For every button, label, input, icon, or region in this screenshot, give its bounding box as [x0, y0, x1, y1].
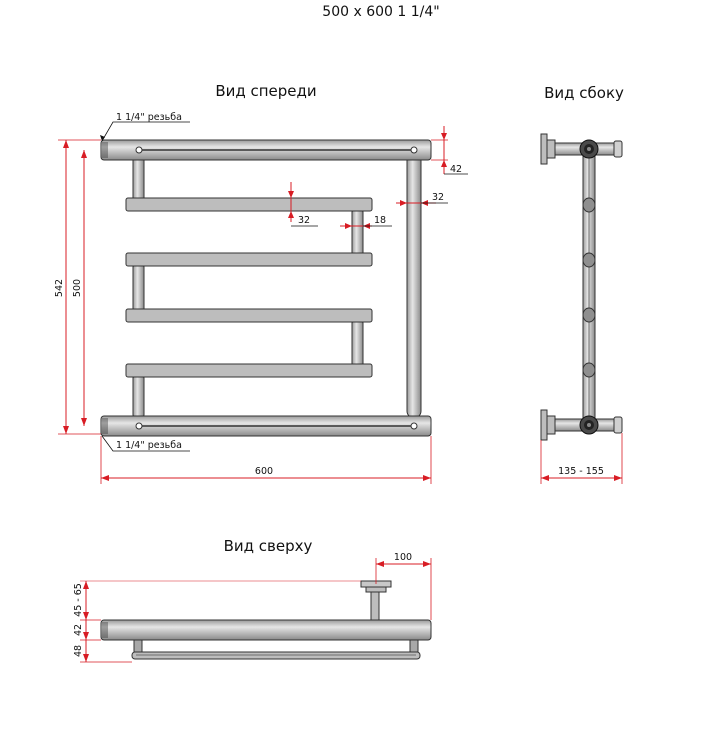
shelf-bar [125, 363, 373, 378]
wall-flange-top [540, 133, 548, 165]
zigzag-connector [132, 372, 145, 421]
shelf-node [582, 197, 596, 213]
drawing-title: 500 х 600 1 1/4" [322, 4, 439, 20]
top-view-rail [131, 651, 421, 660]
top-view-title: Вид сверху [224, 537, 313, 555]
dim-riser-offset: 32 [432, 192, 444, 203]
dim-top-depth-1: 45 - 65 [73, 583, 84, 617]
rod-end [135, 422, 143, 430]
rod-end [410, 422, 418, 430]
thread-note-top: 1 1/4" резьба [116, 112, 182, 123]
dim-top-depth-3: 48 [73, 645, 84, 657]
front-view-title: Вид спереди [215, 82, 316, 100]
dim-tube-dia: 18 [374, 215, 386, 226]
front-view: 1 1/4" резьба 1 1/4" резьба 542 500 600 … [54, 112, 468, 484]
dim-width: 600 [255, 466, 273, 477]
dim-height-axis: 500 [72, 279, 83, 297]
zigzag-connector [351, 317, 364, 371]
dim-height-total: 542 [54, 279, 65, 297]
zigzag-connector [351, 206, 364, 260]
shelf-bar [125, 197, 373, 212]
rod-end [410, 146, 418, 154]
zigzag-connector [132, 153, 145, 205]
dim-side-depth: 135 - 155 [558, 466, 604, 477]
zigzag-connector [132, 261, 145, 317]
side-view-title: Вид сбоку [544, 84, 624, 102]
top-view-pipe [100, 619, 432, 641]
side-view: 135 - 155 [540, 133, 623, 484]
shelf-node [582, 307, 596, 323]
dim-top-depth-2: 42 [73, 624, 84, 636]
dim-gap-top: 42 [450, 164, 462, 175]
shelf-bar [125, 308, 373, 323]
wall-flange-bottom [540, 409, 548, 441]
top-view: 100 45 - 65 42 48 [73, 552, 432, 663]
shelf-bar [125, 252, 373, 267]
rod-end [135, 146, 143, 154]
shelf-node [582, 252, 596, 268]
shelf-node [582, 362, 596, 378]
dim-shelf-gap: 32 [298, 215, 310, 226]
dim-top-mount: 100 [394, 552, 412, 563]
thread-note-bottom: 1 1/4" резьба [116, 440, 182, 451]
right-riser [406, 149, 422, 419]
